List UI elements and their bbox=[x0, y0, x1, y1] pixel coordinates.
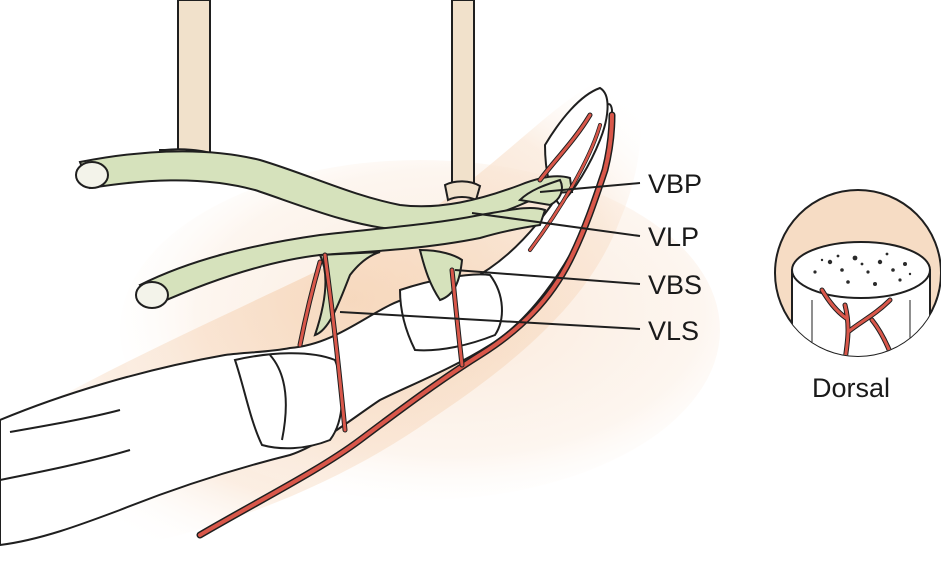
label-vls: VLS bbox=[648, 316, 699, 346]
dorsal-inset bbox=[775, 190, 941, 360]
label-vbs: VBS bbox=[648, 270, 702, 300]
label-vlp: VLP bbox=[648, 222, 699, 252]
label-vbp: VBP bbox=[648, 169, 702, 199]
label-dorsal: Dorsal bbox=[812, 373, 890, 403]
